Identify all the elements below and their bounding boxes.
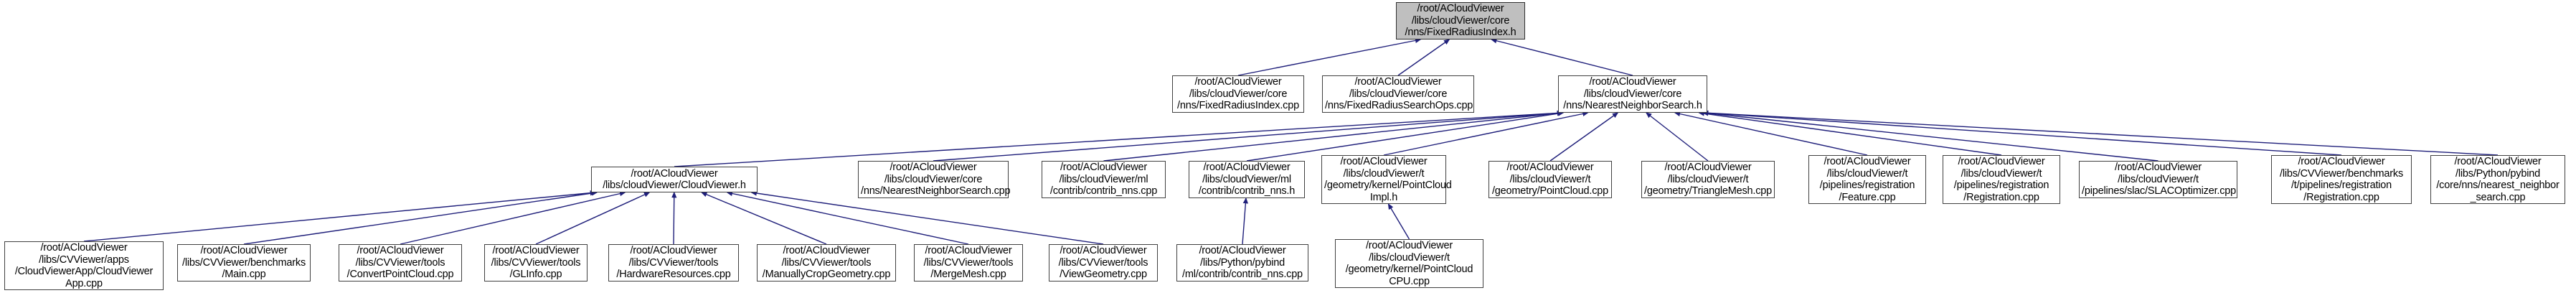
graph-node-cloudviewer_h[interactable]: /root/ACloudViewer /libs/cloudViewer/Clo… xyxy=(591,167,758,192)
graph-node-pybind_nns_search_cpp[interactable]: /root/ACloudViewer /libs/Python/pybind /… xyxy=(2430,155,2565,204)
graph-node-hardwareresources_cpp[interactable]: /root/ACloudViewer /libs/CVViewer/tools … xyxy=(608,244,739,282)
graph-node-label: /root/ACloudViewer /libs/cloudViewer/cor… xyxy=(1325,76,1473,112)
graph-node-label: /root/ACloudViewer /libs/cloudViewer/t /… xyxy=(1345,240,1473,287)
graph-edge-nearestneighborsearch_cpp-to-nearestneighborsearch_h xyxy=(933,110,1564,162)
graph-node-label: /root/ACloudViewer /libs/CVViewer/apps /… xyxy=(14,242,154,289)
graph-edge-pybind_ml_contrib_nns_cpp-to-contrib_nns_h xyxy=(1242,197,1248,245)
graph-node-nearestneighborsearch_h[interactable]: /root/ACloudViewer /libs/cloudViewer/cor… xyxy=(1558,75,1707,113)
graph-node-label: /root/ACloudViewer /libs/cloudViewer/t /… xyxy=(1644,162,1773,197)
graph-node-label: /root/ACloudViewer /libs/cloudViewer/t /… xyxy=(1491,162,1609,197)
graph-node-cloudviewerapp_cpp[interactable]: /root/ACloudViewer /libs/CVViewer/apps /… xyxy=(4,241,164,290)
graph-edge-viewgeometry_cpp-to-cloudviewer_h xyxy=(750,190,1104,245)
graph-edge-registration_cpp-to-nearestneighborsearch_h xyxy=(1698,111,2002,156)
graph-edge-fixedradiussearchops_cpp-to-fixedradiusindex_h xyxy=(1397,39,1450,76)
graph-node-label: /root/ACloudViewer /libs/Python/pybind /… xyxy=(2436,156,2560,203)
graph-node-convertpointcloud_cpp[interactable]: /root/ACloudViewer /libs/CVViewer/tools … xyxy=(339,244,462,282)
graph-edge-pointcloud_cpp-to-nearestneighborsearch_h xyxy=(1549,112,1619,162)
graph-edge-feature_cpp-to-nearestneighborsearch_h xyxy=(1674,111,1868,156)
graph-node-label: /root/ACloudViewer /libs/CVViewer/tools … xyxy=(346,245,454,281)
graph-node-label: /root/ACloudViewer /libs/CVViewer/tools … xyxy=(616,245,731,281)
graph-node-fixedradiusindex_h[interactable]: /root/ACloudViewer /libs/cloudViewer/cor… xyxy=(1396,2,1525,39)
graph-node-feature_cpp[interactable]: /root/ACloudViewer /libs/cloudViewer/t /… xyxy=(1808,155,1926,204)
graph-edge-glinfo_cpp-to-cloudviewer_h xyxy=(535,192,651,245)
graph-node-manuallycropgeometry_cpp[interactable]: /root/ACloudViewer /libs/CVViewer/tools … xyxy=(757,244,896,282)
graph-node-label: /root/ACloudViewer /libs/cloudViewer/cor… xyxy=(1563,76,1702,112)
graph-node-label: /root/ACloudViewer /libs/cloudViewer/ml … xyxy=(1049,162,1158,197)
graph-node-label: /root/ACloudViewer /libs/cloudViewer/t /… xyxy=(2082,162,2237,197)
graph-edge-mergemesh_cpp-to-cloudviewer_h xyxy=(726,190,969,245)
graph-edge-manuallycropgeometry_cpp-to-cloudviewer_h xyxy=(701,192,827,245)
graph-node-label: /root/ACloudViewer /libs/CVViewer/tools … xyxy=(1058,245,1148,281)
graph-node-pointcloudcpu_cpp[interactable]: /root/ACloudViewer /libs/cloudViewer/t /… xyxy=(1335,239,1483,288)
graph-node-label: /root/ACloudViewer /libs/cloudViewer/t /… xyxy=(1953,156,2049,203)
graph-node-label: /root/ACloudViewer /libs/CVViewer/benchm… xyxy=(2279,156,2404,203)
graph-node-label: /root/ACloudViewer /libs/cloudViewer/t /… xyxy=(1324,156,1452,203)
graph-edge-contrib_nns_cpp-to-nearestneighborsearch_h xyxy=(1103,111,1564,162)
graph-node-label: /root/ACloudViewer /libs/cloudViewer/cor… xyxy=(1177,76,1299,112)
graph-edge-contrib_nns_h-to-nearestneighborsearch_h xyxy=(1246,111,1565,162)
graph-edge-pybind_nns_search_cpp-to-nearestneighborsearch_h xyxy=(1702,110,2499,156)
graph-node-nearestneighborsearch_cpp[interactable]: /root/ACloudViewer /libs/cloudViewer/cor… xyxy=(858,161,1011,198)
graph-edge-cloudviewerapp_cpp-to-cloudviewer_h xyxy=(83,190,597,242)
graph-node-benchmarks_registration_cpp[interactable]: /root/ACloudViewer /libs/CVViewer/benchm… xyxy=(2271,155,2412,204)
graph-node-mergemesh_cpp[interactable]: /root/ACloudViewer /libs/CVViewer/tools … xyxy=(914,244,1023,282)
graph-edge-pointcloudcpu_cpp-to-pointcloudimpl_h xyxy=(1387,203,1410,240)
graph-node-pointcloud_cpp[interactable]: /root/ACloudViewer /libs/cloudViewer/t /… xyxy=(1488,161,1612,198)
graph-edge-trianglemesh_cpp-to-nearestneighborsearch_h xyxy=(1646,112,1709,162)
graph-edge-slacoptimizer_cpp-to-nearestneighborsearch_h xyxy=(1702,111,2159,162)
graph-node-label: /root/ACloudViewer /libs/CVViewer/benchm… xyxy=(181,245,306,281)
graph-node-benchmarks_main_cpp[interactable]: /root/ACloudViewer /libs/CVViewer/benchm… xyxy=(177,244,311,282)
graph-node-label: /root/ACloudViewer /libs/cloudViewer/t /… xyxy=(1819,156,1915,203)
graph-node-fixedradiussearchops_cpp[interactable]: /root/ACloudViewer /libs/cloudViewer/cor… xyxy=(1322,75,1474,113)
graph-edge-benchmarks_registration_cpp-to-nearestneighborsearch_h xyxy=(1702,110,2342,156)
graph-node-label: /root/ACloudViewer /libs/cloudViewer/cor… xyxy=(1405,3,1516,39)
graph-node-label: /root/ACloudViewer /libs/Python/pybind /… xyxy=(1182,245,1303,281)
graph-node-registration_cpp[interactable]: /root/ACloudViewer /libs/cloudViewer/t /… xyxy=(1943,155,2060,204)
graph-node-label: /root/ACloudViewer /libs/cloudViewer/Clo… xyxy=(603,167,746,192)
graph-node-label: /root/ACloudViewer /libs/CVViewer/tools … xyxy=(491,245,581,281)
graph-node-contrib_nns_cpp[interactable]: /root/ACloudViewer /libs/cloudViewer/ml … xyxy=(1042,161,1166,198)
graph-node-label: /root/ACloudViewer /libs/CVViewer/tools … xyxy=(762,245,891,281)
graph-node-pybind_ml_contrib_nns_cpp[interactable]: /root/ACloudViewer /libs/Python/pybind /… xyxy=(1176,244,1308,282)
graph-edge-pointcloudimpl_h-to-nearestneighborsearch_h xyxy=(1383,111,1589,156)
graph-edge-fixedradiusindex_cpp-to-fixedradiusindex_h xyxy=(1237,37,1422,76)
graph-edge-nearestneighborsearch_h-to-fixedradiusindex_h xyxy=(1491,38,1633,76)
graph-edge-benchmarks_main_cpp-to-cloudviewer_h xyxy=(243,190,598,245)
graph-node-viewgeometry_cpp[interactable]: /root/ACloudViewer /libs/CVViewer/tools … xyxy=(1049,244,1158,282)
graph-edge-convertpointcloud_cpp-to-cloudviewer_h xyxy=(400,191,626,245)
graph-node-label: /root/ACloudViewer /libs/CVViewer/tools … xyxy=(923,245,1014,281)
graph-node-label: /root/ACloudViewer /libs/cloudViewer/ml … xyxy=(1198,162,1296,197)
graph-node-label: /root/ACloudViewer /libs/cloudViewer/cor… xyxy=(861,162,1011,197)
graph-node-trianglemesh_cpp[interactable]: /root/ACloudViewer /libs/cloudViewer/t /… xyxy=(1641,161,1775,198)
graph-node-fixedradiusindex_cpp[interactable]: /root/ACloudViewer /libs/cloudViewer/cor… xyxy=(1172,75,1304,113)
graph-node-glinfo_cpp[interactable]: /root/ACloudViewer /libs/CVViewer/tools … xyxy=(484,244,588,282)
graph-node-contrib_nns_h[interactable]: /root/ACloudViewer /libs/cloudViewer/ml … xyxy=(1189,161,1305,198)
graph-node-pointcloudimpl_h[interactable]: /root/ACloudViewer /libs/cloudViewer/t /… xyxy=(1321,155,1452,204)
graph-node-slacoptimizer_cpp[interactable]: /root/ACloudViewer /libs/cloudViewer/t /… xyxy=(2079,161,2237,198)
